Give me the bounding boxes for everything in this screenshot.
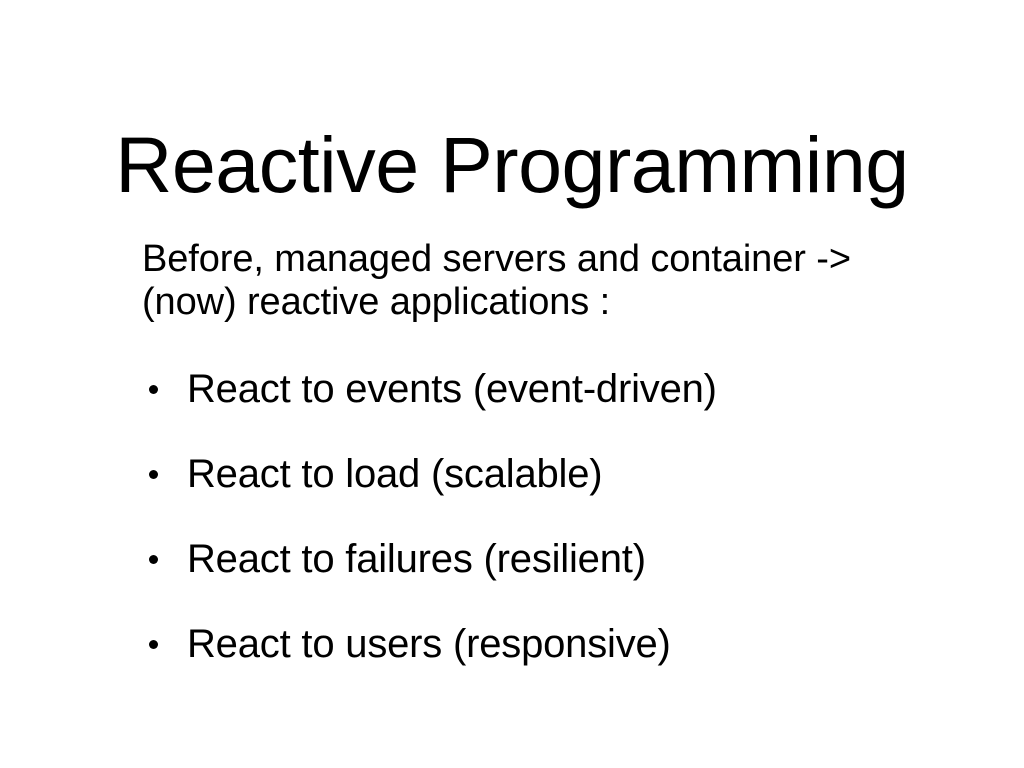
page-title: Reactive Programming [115,119,909,209]
list-item-label: React to users (responsive) [187,622,671,666]
bullet-dot-icon [149,640,158,649]
bullet-dot-icon [149,555,158,564]
list-item: React to failures (resilient) [142,537,972,622]
list-item-label: React to load (scalable) [187,452,603,496]
bullet-list: React to events (event-driven) React to … [142,367,972,707]
list-item: React to users (responsive) [142,622,972,707]
list-item-label: React to failures (resilient) [187,537,646,581]
list-item: React to events (event-driven) [142,367,972,452]
bullet-dot-icon [149,470,158,479]
list-item: React to load (scalable) [142,452,972,537]
intro-paragraph: Before, managed servers and container ->… [142,238,851,323]
slide-body: Before, managed servers and container ->… [142,238,952,324]
list-item-label: React to events (event-driven) [187,367,717,411]
bullet-dot-icon [149,385,158,394]
